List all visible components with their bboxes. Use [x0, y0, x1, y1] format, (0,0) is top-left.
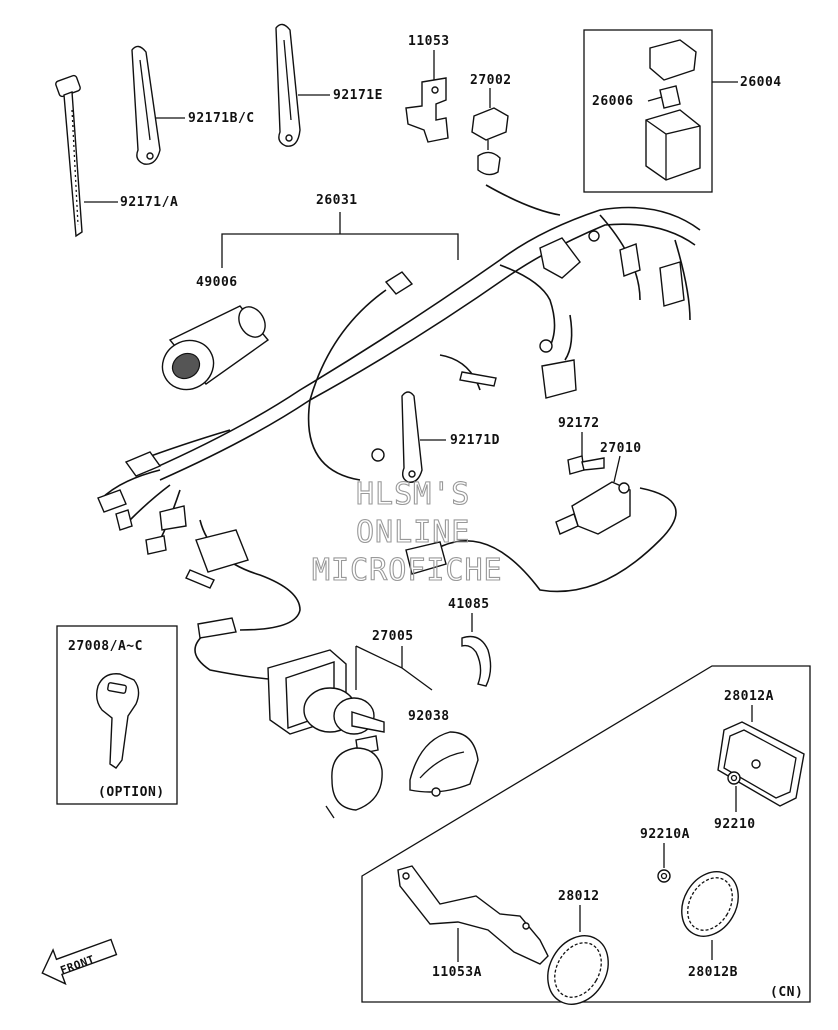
relay-26004	[645, 39, 701, 181]
reflector-28012b	[681, 871, 739, 937]
bracket-26031	[221, 212, 459, 268]
watermark-line-1: HLSM'S	[356, 477, 470, 512]
label-28012: 28012	[558, 889, 600, 904]
label-27010: 27010	[600, 441, 642, 456]
watermark-line-3: MICROFICHE	[312, 553, 503, 588]
label-27002: 27002	[470, 73, 512, 88]
label-49006: 49006	[196, 275, 238, 290]
wire-harness-26031	[97, 184, 701, 681]
front-arrow-icon	[41, 938, 118, 986]
label-92171a: 92171/A	[120, 195, 178, 210]
bracket-11053a	[397, 865, 549, 965]
holder-41085	[461, 635, 492, 687]
label-11053a: 11053A	[432, 965, 482, 980]
label-28012a: 28012A	[724, 689, 774, 704]
label-92171bc: 92171B/C	[188, 111, 255, 126]
key-27008	[95, 673, 140, 769]
clamp-92171e	[275, 23, 330, 147]
label-26031: 26031	[316, 193, 358, 208]
option-box	[56, 625, 178, 805]
clamp-92171bc	[131, 45, 185, 165]
label-92210: 92210	[714, 817, 756, 832]
ignition-switch-27005	[267, 649, 385, 819]
reflector-28012	[547, 935, 609, 1005]
watermark-line-2: ONLINE	[356, 515, 470, 550]
label-41085: 41085	[448, 597, 490, 612]
label-92172: 92172	[558, 416, 600, 431]
nut-92210a	[657, 869, 671, 883]
bracket-27005	[355, 645, 433, 691]
reflector-28012a	[717, 721, 805, 807]
label-26004: 26004	[740, 75, 782, 90]
label-11053: 11053	[408, 34, 450, 49]
label-27008: 27008/A~C	[68, 639, 143, 654]
clamp-92171d	[401, 391, 446, 483]
label-28012b: 28012B	[688, 965, 738, 980]
label-92171e: 92171E	[333, 88, 383, 103]
nut-92210	[727, 771, 741, 785]
bracket-11053	[405, 77, 449, 143]
label-26006: 26006	[592, 94, 634, 109]
label-92171d: 92171D	[450, 433, 500, 448]
box-26004	[583, 29, 738, 193]
cable-tie-92171a	[55, 74, 118, 238]
label-option: (OPTION)	[98, 785, 165, 800]
label-cn: (CN)	[770, 985, 803, 1000]
screw-92172	[567, 455, 605, 475]
cn-box	[361, 665, 811, 1003]
relay-27002	[471, 107, 509, 176]
label-27005: 27005	[372, 629, 414, 644]
switch-27010	[555, 481, 631, 535]
cover-49006	[161, 305, 270, 391]
cap-92038	[409, 731, 479, 797]
label-92210a: 92210A	[640, 827, 690, 842]
label-92038: 92038	[408, 709, 450, 724]
